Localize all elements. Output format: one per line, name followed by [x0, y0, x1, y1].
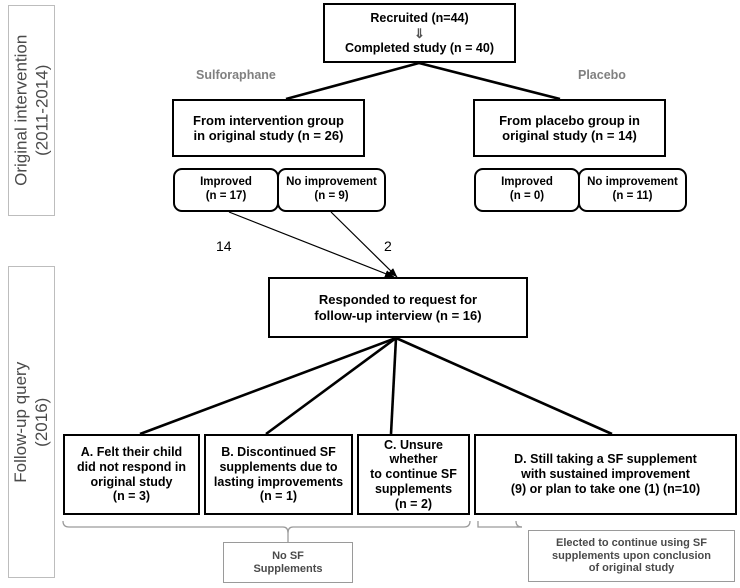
node-sf-improved: Improved (n = 17) [173, 168, 279, 212]
outcome-c-line1: C. Unsure whether [383, 437, 444, 467]
responded-line1: Responded to request for [318, 292, 478, 308]
edge-improved-to-responded [228, 211, 395, 278]
placebo-improved-line1: Improved [501, 176, 553, 189]
node-responded-to-request: Responded to request for follow-up inter… [268, 277, 528, 338]
phase-followup-line2: (2016) [32, 397, 52, 447]
sf-improved-line1: Improved [200, 176, 252, 189]
outcome-b-line2: supplements due to [219, 459, 338, 474]
down-arrow-icon: ⇓ [414, 25, 425, 41]
outcome-a-line3: original study [90, 474, 173, 489]
summary-elected-line1: Elected to continue using SF [556, 536, 707, 549]
node-outcome-b: B. Discontinued SF supplements due to la… [204, 434, 353, 515]
outcome-a-line1: A. Felt their child [80, 445, 183, 459]
phase-followup-line1: Follow-up query [11, 361, 31, 483]
phase-label-follow-up-query: Follow-up query (2016) [8, 266, 55, 578]
brace-elected-arm [477, 521, 522, 528]
recruited-line1: Recruited (n=44) [370, 10, 469, 25]
edge-responded-to-c [389, 337, 398, 435]
sf-improved-line2: (n = 17) [205, 190, 247, 202]
node-summary-no-sf-supplements: No SF Supplements [223, 542, 353, 583]
intervention-group-line2: in original study (n = 26) [193, 128, 344, 143]
placebo-group-line1: From placebo group in [499, 112, 640, 128]
node-intervention-group: From intervention group in original stud… [172, 99, 365, 157]
node-recruited: Recruited (n=44) ⇓ Completed study (n = … [323, 3, 516, 63]
node-outcome-d: D. Still taking a SF supplement with sus… [474, 434, 737, 515]
node-placebo-group: From placebo group in original study (n … [473, 99, 666, 157]
outcome-d-line2: with sustained improvement [521, 467, 690, 482]
placebo-improved-line2: (n = 0) [509, 190, 545, 202]
sf-no-improvement-line1: No improvement [286, 176, 377, 189]
phase-label-original-intervention: Original intervention (2011-2014) [8, 5, 55, 216]
responded-line2: follow-up interview (n = 16) [314, 307, 482, 323]
node-summary-elected-continue: Elected to continue using SF supplements… [528, 530, 735, 582]
outcome-d-line1: D. Still taking a SF supplement [514, 452, 697, 467]
summary-no-sf-line1: No SF [272, 549, 304, 562]
edge-label-improved-count: 14 [216, 238, 232, 254]
placebo-no-improvement-line1: No improvement [587, 176, 678, 189]
outcome-c-line2: to continue SF [370, 467, 457, 482]
recruited-line2: Completed study (n = 40) [345, 40, 494, 55]
outcome-a-line2: did not respond in [76, 459, 186, 474]
outcome-a-line4: (n = 3) [112, 489, 151, 504]
outcome-b-line4: (n = 1) [259, 489, 298, 504]
edge-responded-to-d [395, 336, 613, 436]
arm-label-placebo: Placebo [578, 68, 626, 82]
outcome-c-line4: (n = 2) [394, 496, 433, 511]
summary-elected-line2: supplements upon conclusion [552, 549, 711, 562]
phase-original-line2: (2011-2014) [32, 64, 52, 157]
phase-original-line1: Original intervention [11, 34, 31, 187]
summary-elected-line3: of original study [588, 562, 675, 575]
edge-recruited-to-intervention [285, 61, 420, 101]
edge-responded-to-a [139, 336, 397, 436]
intervention-group-line1: From intervention group [193, 112, 344, 128]
outcome-d-line3: (9) or plan to take one (1) (n=10) [510, 481, 701, 496]
brace-no-sf [62, 520, 471, 534]
node-placebo-no-improvement: No improvement (n = 11) [578, 168, 687, 212]
outcome-b-line3: lasting improvements [213, 474, 344, 489]
brace-elected [515, 520, 523, 528]
node-sf-no-improvement: No improvement (n = 9) [277, 168, 386, 212]
sf-no-improvement-line2: (n = 9) [314, 190, 349, 202]
node-outcome-a: A. Felt their child did not respond in o… [63, 434, 200, 515]
placebo-no-improvement-line2: (n = 11) [612, 190, 653, 202]
arm-label-sulforaphane: Sulforaphane [196, 68, 276, 82]
node-placebo-improved: Improved (n = 0) [474, 168, 580, 212]
edge-responded-to-b [265, 336, 397, 436]
placebo-group-line2: original study (n = 14) [502, 128, 637, 143]
summary-no-sf-line2: Supplements [253, 562, 323, 575]
outcome-c-line3: supplements [374, 481, 453, 496]
edge-label-no-improvement-count: 2 [384, 238, 392, 254]
outcome-b-line1: B. Discontinued SF [221, 445, 336, 459]
edge-recruited-to-placebo [418, 61, 561, 101]
node-outcome-c: C. Unsure whether to continue SF supplem… [357, 434, 470, 515]
